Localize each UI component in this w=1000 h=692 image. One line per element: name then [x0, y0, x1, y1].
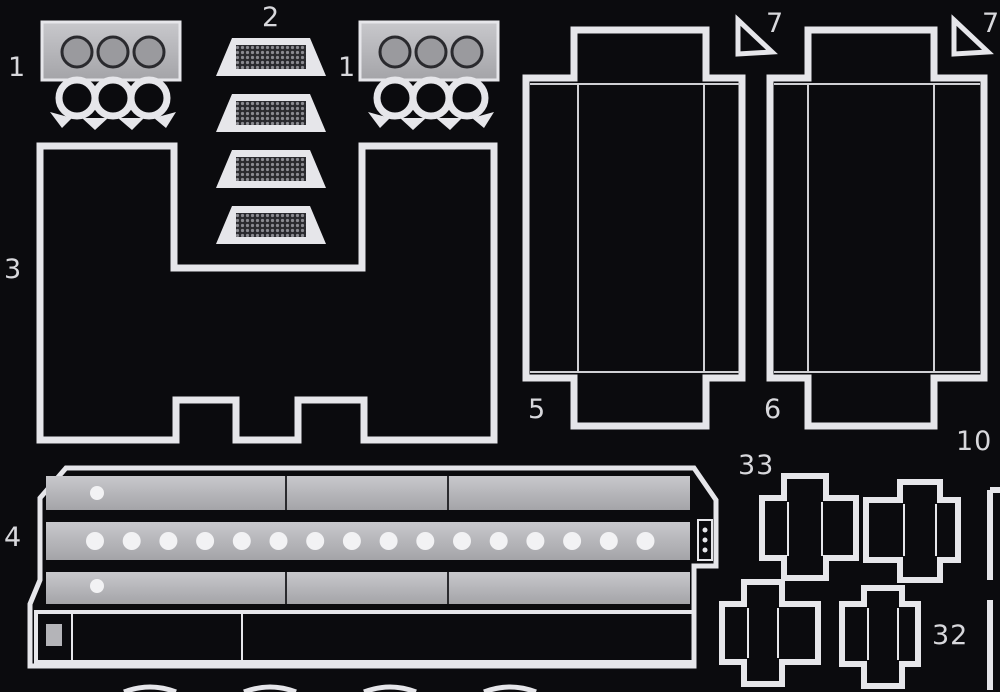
part-3-frame [36, 142, 498, 444]
part-32-cross-frames [719, 579, 993, 690]
label-part-10: 10 [956, 426, 993, 457]
label-part-5: 5 [528, 394, 547, 425]
rail-hole [416, 532, 435, 550]
part-7-triangle-a [735, 14, 778, 57]
bottom-edge-parts [123, 684, 537, 692]
label-part-7-b: 7 [982, 8, 1000, 39]
rail-hole [269, 532, 288, 550]
part-4-rail-plate [27, 465, 719, 669]
rail-hole [526, 532, 545, 550]
label-part-32: 32 [932, 620, 969, 651]
rail-hole [306, 532, 325, 550]
label-part-3: 3 [4, 254, 23, 285]
label-part-1-right: 1 [338, 52, 357, 83]
label-part-33: 33 [738, 450, 775, 481]
part-33-cross-frames [759, 473, 1000, 583]
part-2-grilles [216, 38, 326, 244]
rail-hole [379, 532, 398, 550]
rail-hole [122, 532, 141, 550]
part-6-box-frame [766, 26, 988, 430]
label-part-2: 2 [262, 2, 281, 33]
part-1-left-ring-vents [40, 20, 182, 130]
part-1-right-ring-vents [358, 20, 500, 130]
label-part-7-a: 7 [766, 8, 785, 39]
rail-hole [453, 532, 471, 550]
rail-hole [563, 532, 582, 550]
label-part-4: 4 [4, 522, 23, 553]
rail-hole [636, 532, 655, 550]
rail-hole [232, 532, 251, 550]
rail-hole [86, 532, 104, 550]
part-5-box-frame [522, 26, 746, 430]
rail-hole [342, 532, 361, 550]
rail-hole [196, 532, 215, 550]
part-7-triangle-b [951, 14, 994, 57]
label-part-1-left: 1 [8, 52, 27, 83]
rail-hole [599, 532, 618, 550]
rail-hole [489, 532, 508, 550]
rail-hole [159, 532, 178, 550]
label-part-6: 6 [764, 394, 783, 425]
